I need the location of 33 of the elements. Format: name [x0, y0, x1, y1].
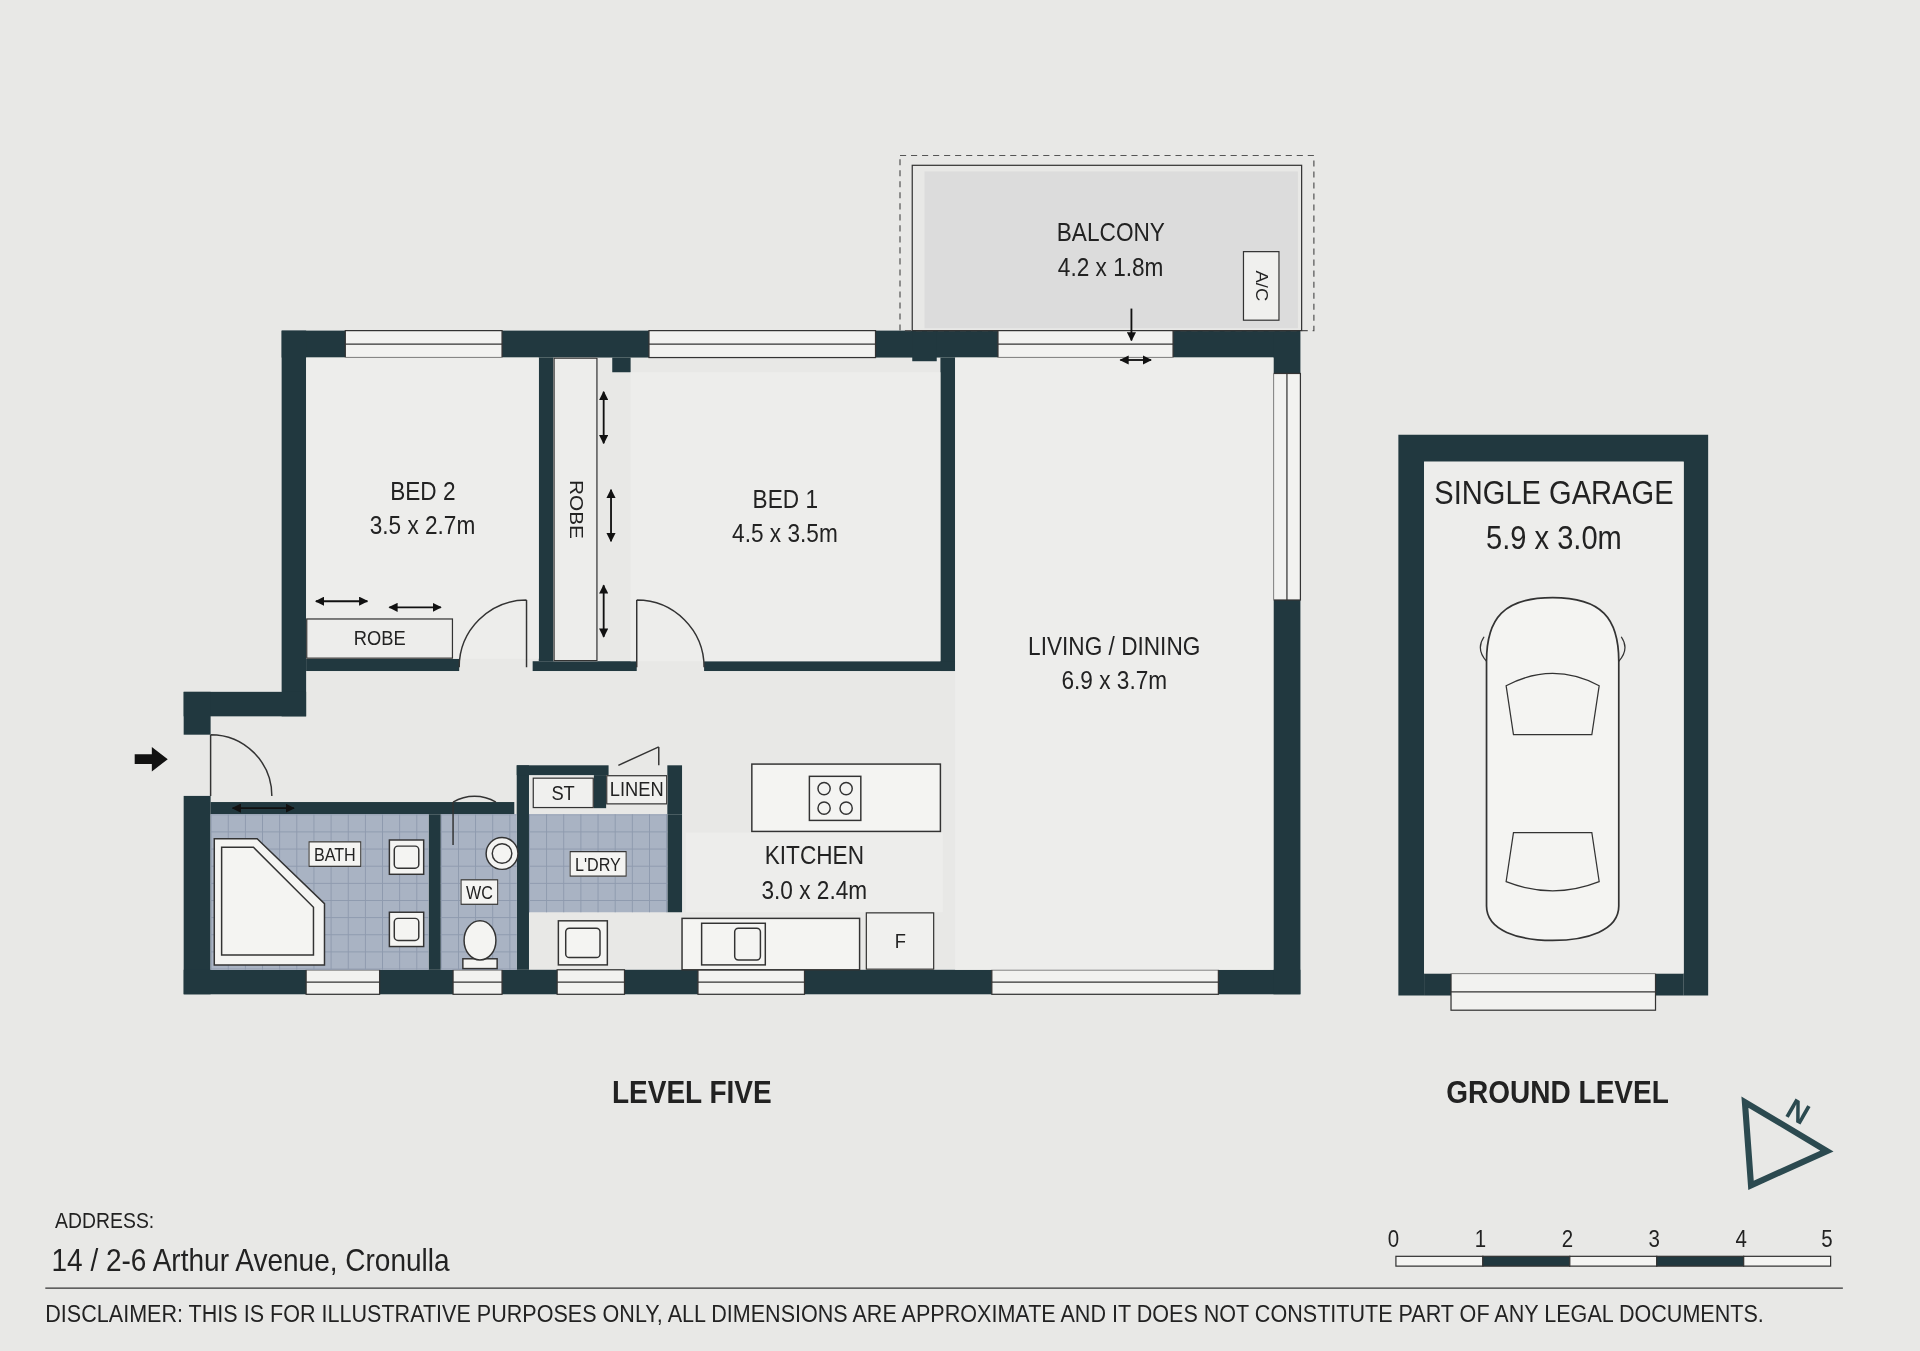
disclaimer-text: DISCLAIMER: THIS IS FOR ILLUSTRATIVE PURPOSES ONLY, ALL DIMENSIONS ARE APPROXIMATE AND IT DOES NOT CONSTITUTE PART OF ANY LEGAL DOCUMENTS. — [45, 1299, 1764, 1329]
scale-number: 1 — [1474, 1225, 1487, 1253]
section-title: GROUND LEVEL — [1446, 1074, 1669, 1113]
room-label: 3.0 x 2.4m — [761, 873, 868, 906]
room-label: BALCONY — [1057, 216, 1166, 249]
scale-number: 0 — [1387, 1225, 1400, 1253]
scale-number: 3 — [1648, 1225, 1660, 1253]
room-label: BED 2 — [389, 475, 456, 507]
address-heading: ADDRESS: — [55, 1208, 155, 1236]
room-label: L'DRY — [569, 850, 627, 877]
room-label: LIVING / DINING — [1028, 630, 1201, 662]
scale-number: 4 — [1735, 1225, 1747, 1253]
address-text: 14 / 2-6 Arthur Avenue, Cronulla — [51, 1242, 450, 1281]
room-label: 3.5 x 2.7m — [369, 509, 476, 541]
room-label: KITCHEN — [764, 839, 864, 871]
room-label: 5.9 x 3.0m — [1485, 518, 1622, 558]
room-label: F — [894, 927, 906, 955]
room-label: 4.2 x 1.8m — [1058, 251, 1165, 283]
room-label: BATH — [307, 841, 361, 867]
section-title: LEVEL FIVE — [611, 1074, 772, 1113]
room-label: ROBE — [353, 625, 406, 652]
room-label: LINEN — [609, 776, 664, 803]
room-label: SINGLE GARAGE — [1434, 474, 1674, 514]
room-label: A/C — [1251, 270, 1272, 302]
scale-number: 2 — [1561, 1225, 1574, 1253]
scale-number: 5 — [1821, 1225, 1833, 1253]
room-label: ST — [551, 779, 575, 806]
room-label: 4.5 x 3.5m — [732, 518, 839, 550]
room-label: ROBE — [564, 479, 588, 539]
north-label: N — [1779, 1091, 1816, 1133]
room-label: BED 1 — [752, 483, 819, 516]
room-label: WC — [459, 879, 498, 905]
room-label: 6.9 x 3.7m — [1061, 665, 1168, 697]
